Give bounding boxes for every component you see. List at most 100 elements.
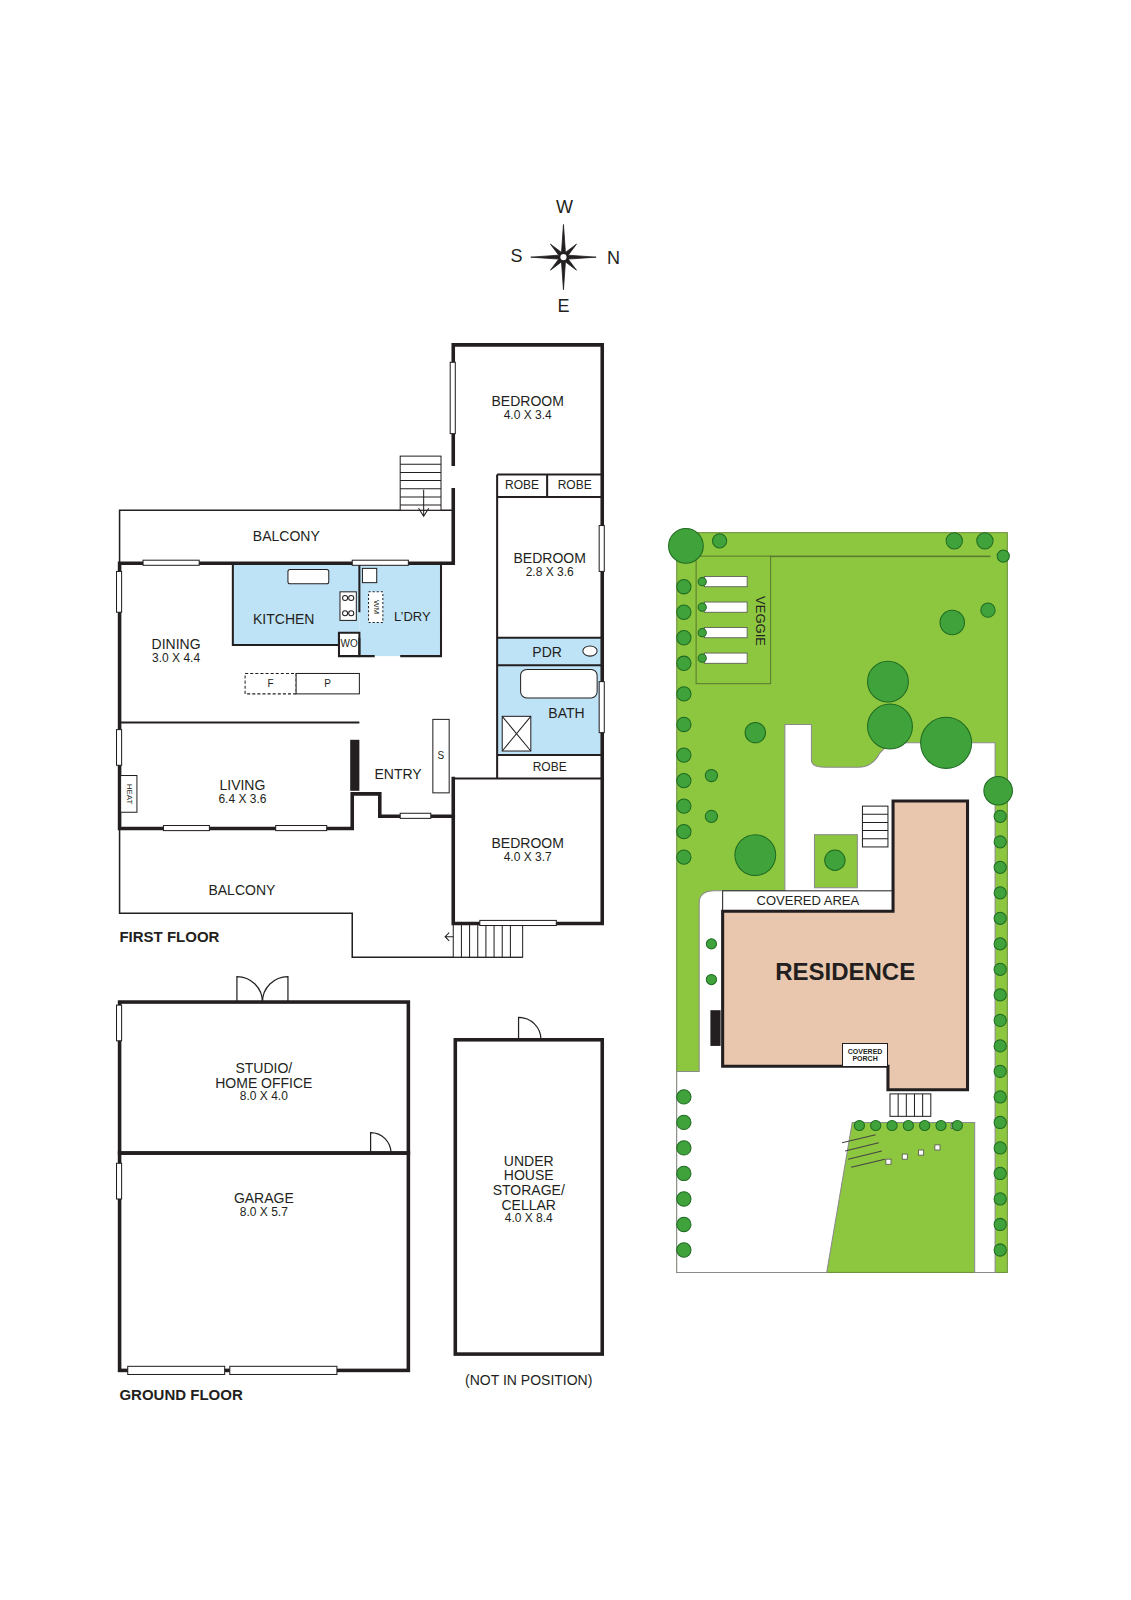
fixture (362, 568, 376, 582)
tree (677, 1090, 691, 1104)
tree (677, 1217, 691, 1231)
fixture (349, 595, 354, 600)
tree (887, 1120, 897, 1130)
residence-outline (710, 1010, 720, 1046)
room-dimensions: 6.4 X 3.6 (218, 793, 266, 807)
door (262, 977, 288, 1003)
room-name: BALCONY (208, 882, 275, 898)
tree (994, 1014, 1006, 1026)
kitchen: KITCHEN (233, 604, 335, 633)
room-name: COVERED PORCH (845, 1048, 885, 1063)
balcony: BALCONY (119, 512, 453, 559)
room-name: ROBE (505, 479, 539, 493)
tree (677, 1192, 691, 1206)
internal-wall (120, 721, 360, 723)
tree (920, 1120, 930, 1130)
fixture (340, 592, 356, 621)
room-dimensions: 2.8 X 3.6 (526, 566, 574, 580)
tree (940, 610, 964, 634)
window (117, 730, 122, 766)
tree (977, 533, 993, 549)
floor-heading: GROUND FLOOR (119, 1387, 242, 1402)
compass-letter: W (556, 198, 573, 216)
tree (677, 1243, 691, 1257)
tree (994, 1040, 1006, 1052)
residence-outline (723, 801, 968, 1090)
fixture (121, 568, 598, 812)
fixture (349, 611, 354, 616)
tree (903, 1120, 913, 1130)
room-name: BEDROOM (492, 393, 564, 409)
room-dimensions: 8.0 X 4.0 (240, 1090, 288, 1103)
fixture (521, 669, 598, 698)
tree (698, 603, 706, 611)
garden-area (677, 533, 1008, 1273)
entry: ENTRY (365, 760, 430, 787)
internal-wall (120, 474, 603, 778)
fixture (502, 716, 531, 751)
room-name: L’DRY (394, 610, 431, 625)
robe: ROBE (547, 475, 602, 497)
residence-outline (723, 891, 893, 911)
tree (669, 529, 704, 564)
window (480, 920, 557, 925)
tree (669, 529, 1013, 1258)
window (128, 1366, 225, 1374)
window (352, 560, 408, 565)
wet-area-fill (233, 563, 339, 645)
room-name: UNDER HOUSE STORAGE/ CELLAR (490, 1154, 568, 1213)
balcony: BALCONY (133, 875, 351, 906)
internal-wall (359, 563, 441, 656)
covered-porch: COVERED PORCH (842, 1043, 888, 1066)
tree (677, 717, 691, 731)
bathroom: BATH (533, 700, 600, 727)
residence: RESIDENCE COVERED PORCH (723, 912, 968, 1067)
internal-wall (339, 633, 359, 656)
room-name: BATH (548, 705, 584, 721)
garden-area (886, 1159, 891, 1164)
window (450, 362, 455, 433)
room-name: BEDROOM (513, 550, 585, 566)
window (599, 682, 604, 733)
garden-area (677, 724, 995, 1272)
tree (677, 1166, 691, 1180)
plan-label: P (324, 679, 331, 689)
fixture (502, 716, 531, 751)
window (117, 571, 122, 612)
wall (120, 1002, 603, 1370)
room-name: KITCHEN (253, 611, 314, 627)
tree (994, 836, 1006, 848)
door (519, 1017, 541, 1039)
tree (677, 580, 691, 594)
room-name: LIVING (219, 777, 265, 793)
tree (706, 939, 716, 949)
window (117, 362, 605, 925)
garden-area (814, 835, 857, 888)
garden-area (842, 1135, 885, 1168)
bedroom: BEDROOM2.8 X 3.6 (497, 524, 602, 606)
fixture (296, 673, 359, 693)
window (400, 813, 431, 818)
garden-area (902, 1154, 907, 1159)
plan-label: VEGGIE (754, 596, 767, 646)
tree (994, 1065, 1006, 1077)
room-name: DINING (152, 636, 201, 652)
balcony-outline (120, 829, 523, 958)
room-name: STUDIO/ HOME OFFICE (214, 1061, 314, 1090)
room-name: RESIDENCE (775, 958, 915, 986)
tree (994, 1193, 1006, 1205)
tree (677, 656, 691, 670)
tree (936, 1120, 946, 1130)
tree (994, 1142, 1006, 1154)
laundry: L’DRY (385, 604, 440, 631)
dining-room: DINING3.0 X 4.4 (119, 612, 232, 690)
tree (952, 1120, 962, 1130)
cellar: UNDER HOUSE STORAGE/ CELLAR4.0 X 8.4 (455, 1123, 602, 1256)
garden-area (704, 577, 747, 587)
tree (677, 850, 691, 864)
tree (677, 1115, 691, 1129)
robe: ROBE (497, 756, 602, 778)
fixture (583, 646, 597, 656)
